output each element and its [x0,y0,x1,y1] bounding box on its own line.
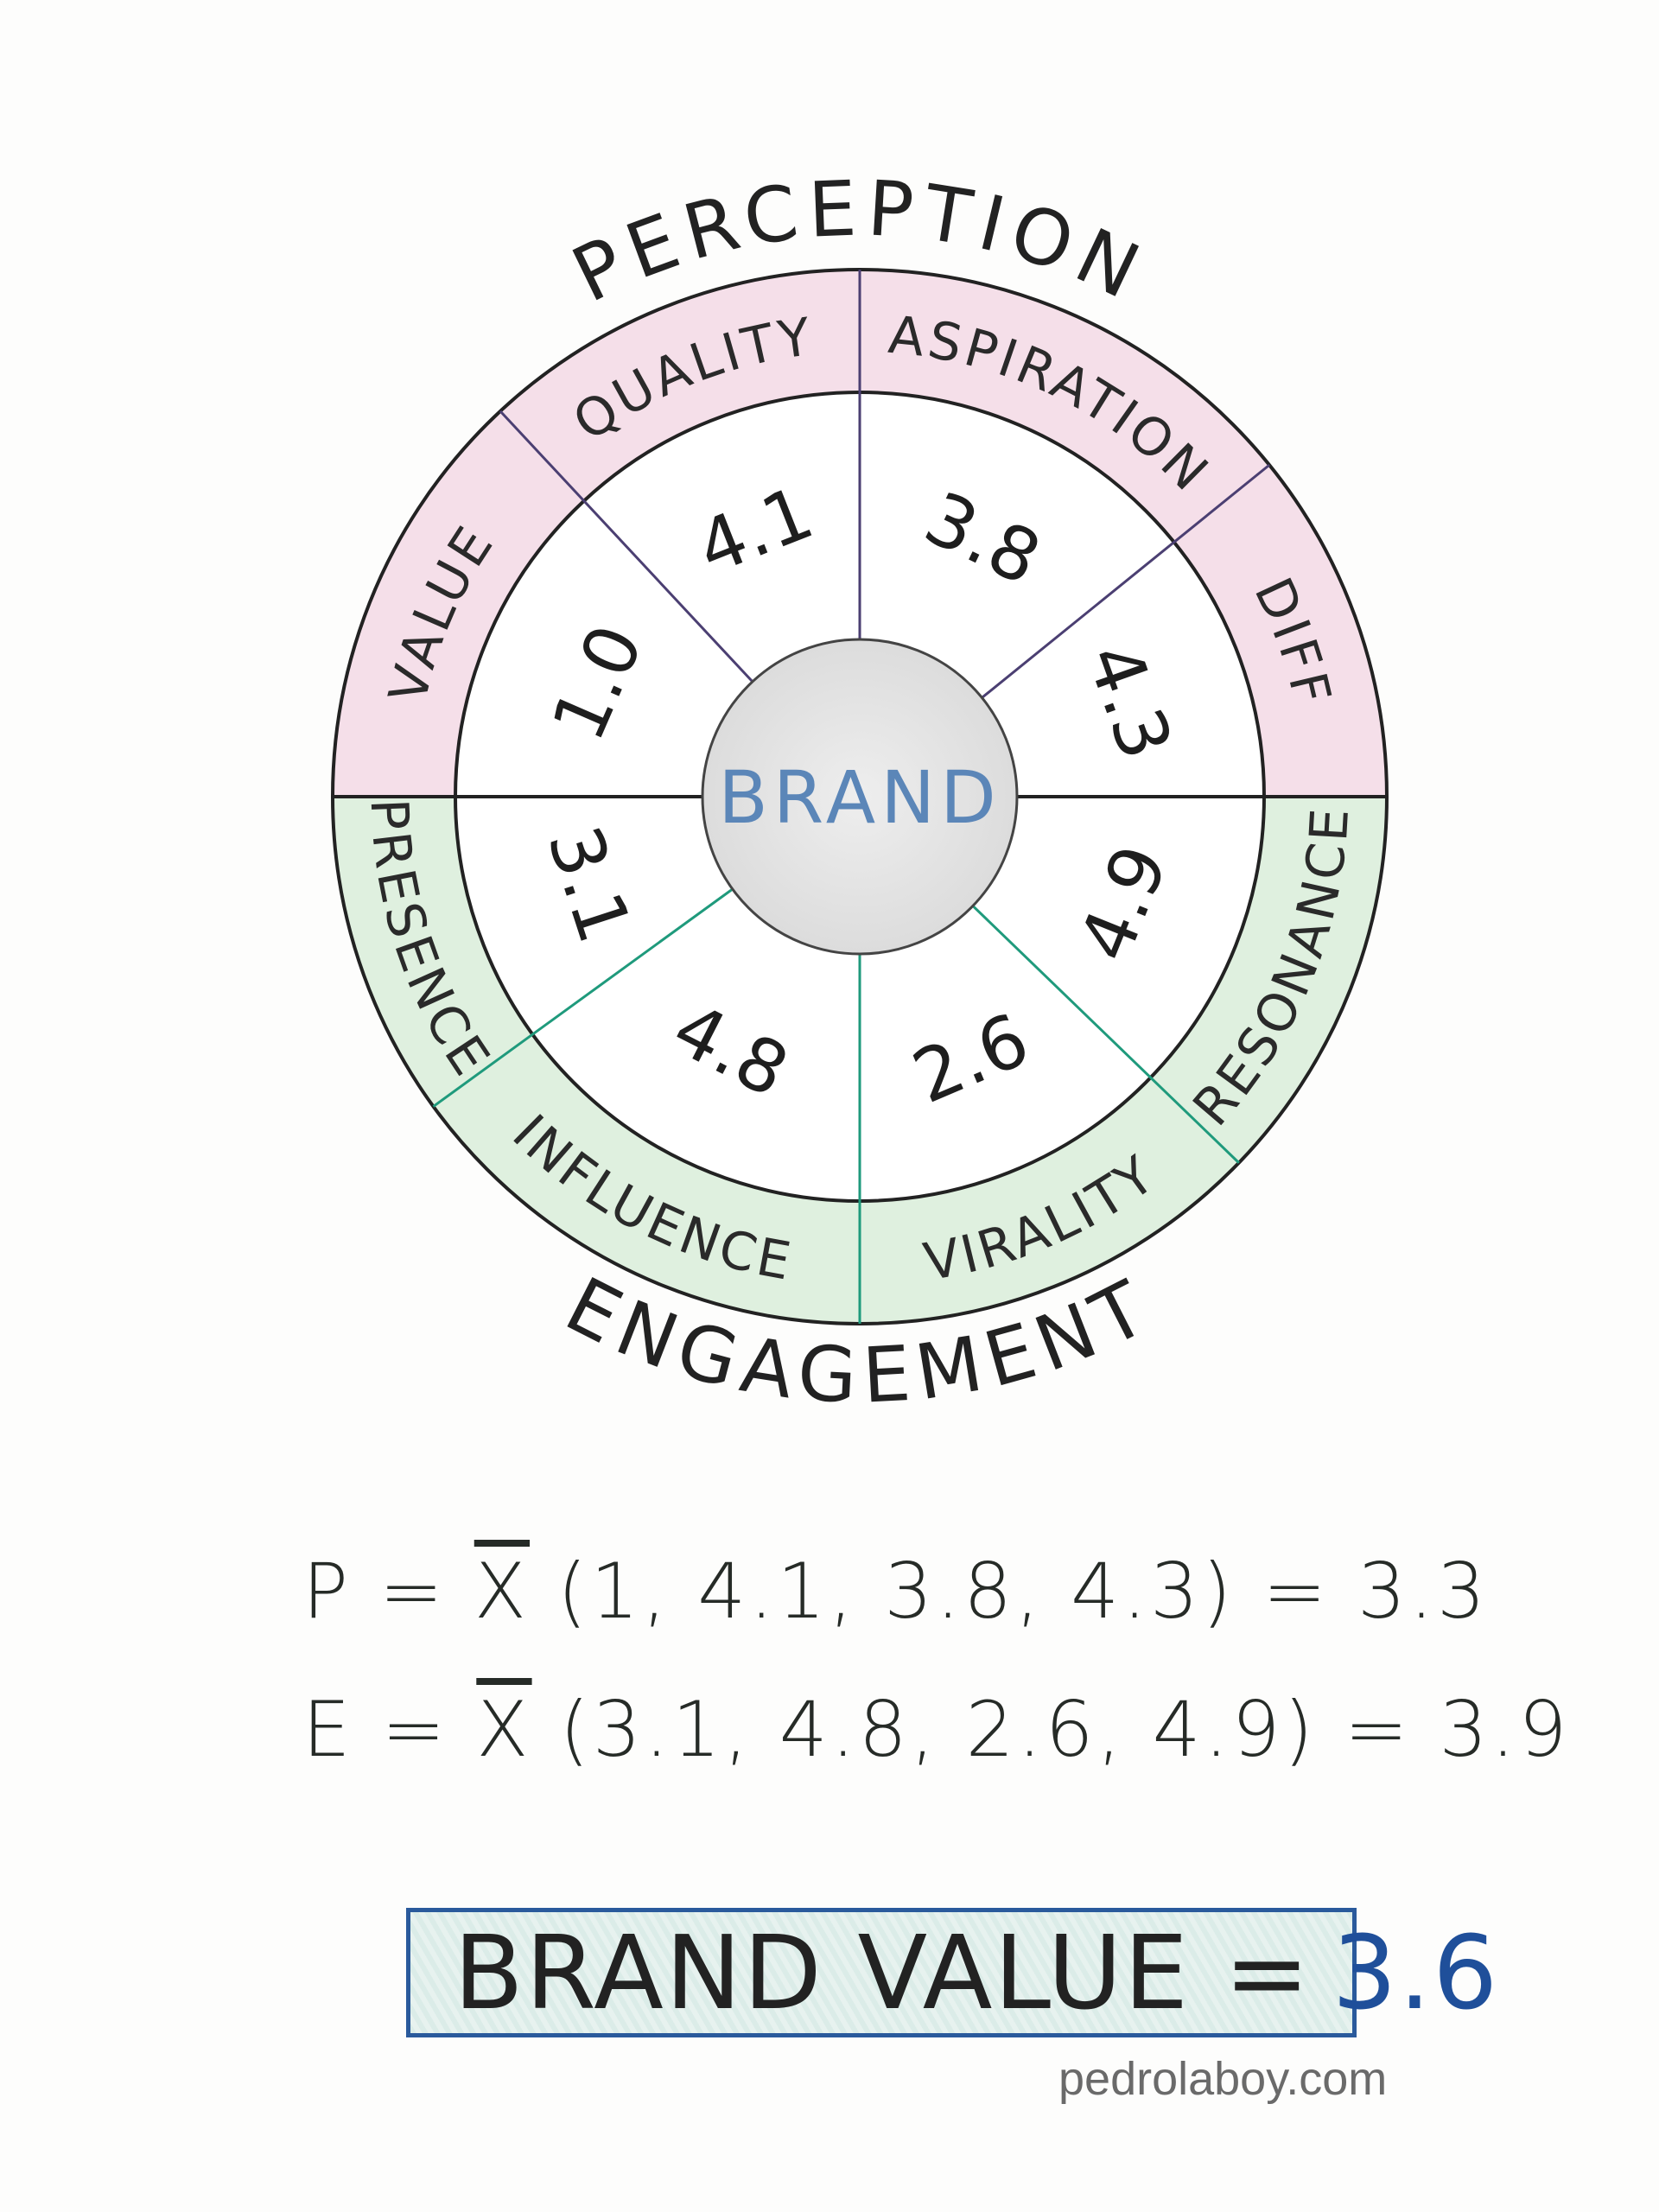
brand-center-label: BRAND [718,755,1001,840]
segment-divider [981,463,1271,699]
mean-symbol: X [474,1547,531,1636]
segment-divider [432,887,734,1108]
site-credit: pedrolaboy.com [1058,2053,1388,2105]
formula-lhs: E = [302,1685,477,1774]
perception-formula: P = X (1, 4.1, 3.8, 4.3) = 3.3 [302,1547,1489,1636]
segment-divider [971,905,1240,1164]
brand-value-box: BRAND VALUE =3.6 [406,1908,1497,2037]
mean-symbol: X [476,1685,532,1774]
formula-result: = 3.9 [1316,1685,1571,1774]
formula-args: (1, 4.1, 3.8, 4.3) [557,1547,1236,1636]
brand-value-label: BRAND VALUE = [454,1913,1312,2032]
perception-ring [333,270,1387,797]
engagement-ring [333,797,1387,1324]
formula-lhs: P = [302,1547,474,1636]
formula-args: (3.1, 4.8, 2.6, 4.9) [559,1685,1317,1774]
brand-value-number: 3.6 [1332,1913,1500,2032]
formula-result: = 3.3 [1235,1547,1490,1636]
segment-divider [499,410,753,683]
brand-center-circle [701,638,1019,956]
engagement-formula: E = X (3.1, 4.8, 2.6, 4.9) = 3.9 [302,1685,1571,1774]
